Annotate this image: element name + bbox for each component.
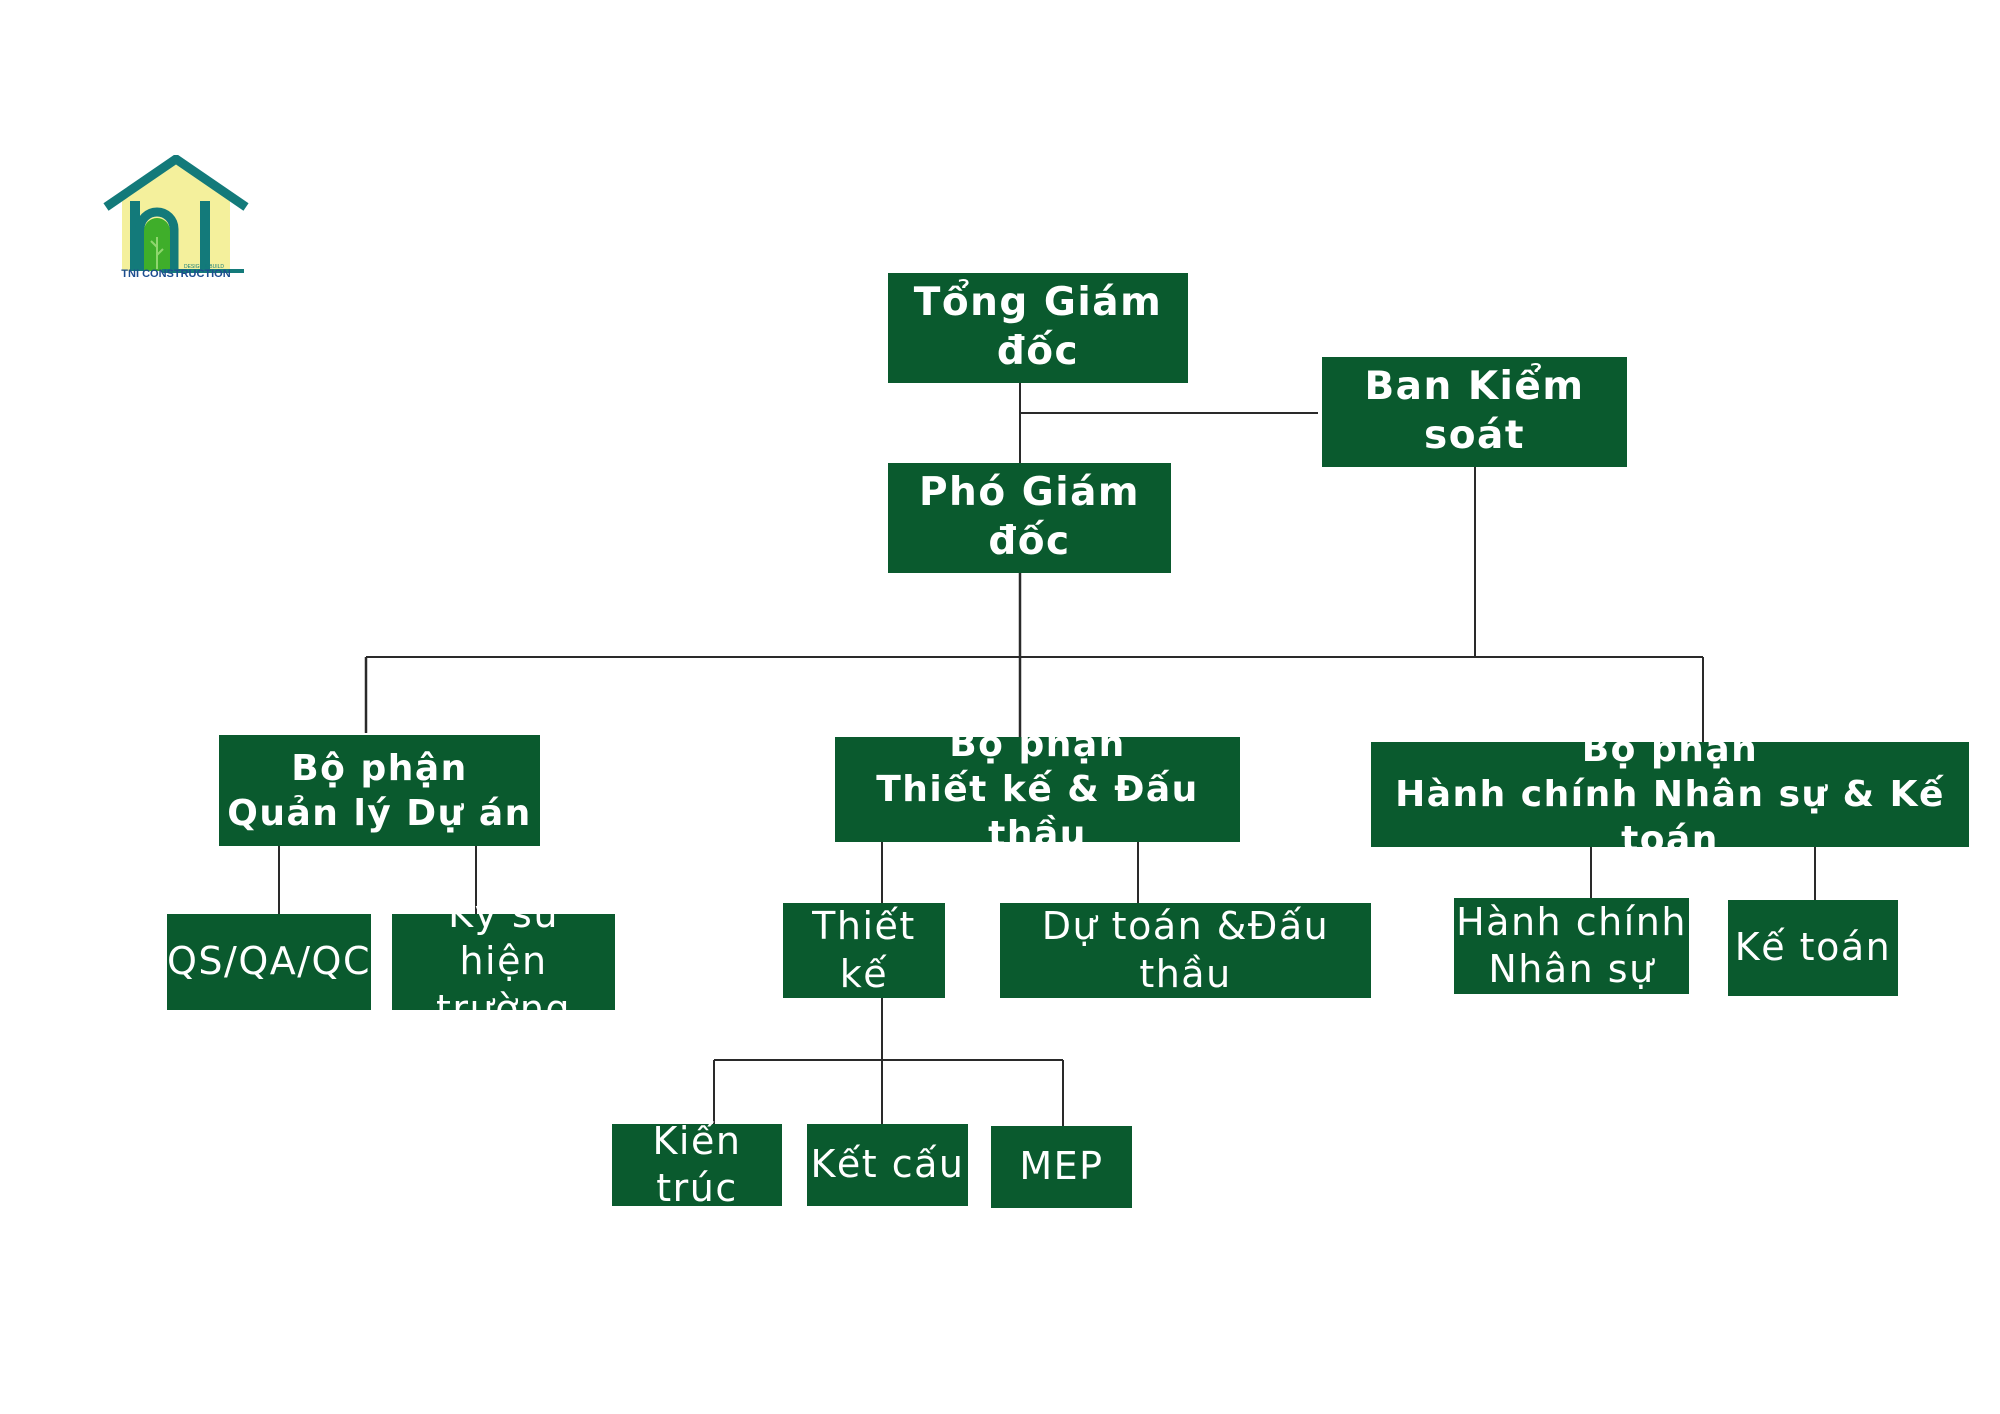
node-sub-mep: MEP	[991, 1126, 1132, 1208]
node-team-qs-qa-qc-label: QS/QA/QC	[167, 939, 371, 984]
node-dept-project-management-label: Bộ phận Quản lý Dự án	[227, 747, 532, 834]
node-dept-project-management: Bộ phận Quản lý Dự án	[219, 735, 540, 846]
logo-tagline: DESIGN & BUILD	[184, 264, 224, 270]
node-sub-architecture: Kiến trúc	[612, 1119, 782, 1210]
node-team-estimating-bidding: Dự toán &Đấu thầu	[1000, 903, 1371, 998]
node-team-admin-hr: Hành chính Nhân sự	[1454, 898, 1689, 994]
node-team-design-label: Thiết kế	[812, 904, 916, 996]
node-sub-architecture-label: Kiến trúc	[652, 1118, 742, 1211]
node-team-qs-qa-qc: QS/QA/QC	[167, 914, 371, 1010]
node-supervisory-board: Ban Kiểm soát	[1322, 357, 1627, 467]
node-team-design: Thiết kế	[783, 903, 945, 998]
node-deputy-director: Phó Giám đốc	[888, 463, 1171, 573]
node-ceo-label: Tổng Giám đốc	[913, 280, 1163, 374]
node-sub-mep-label: MEP	[1019, 1144, 1104, 1189]
node-deputy-director-label: Phó Giám đốc	[918, 470, 1141, 564]
node-team-site-engineer: Kỹ sư hiện trường	[392, 892, 615, 1031]
node-team-accounting: Kế toán	[1728, 900, 1898, 996]
node-team-admin-hr-label: Hành chính Nhân sự	[1456, 899, 1687, 992]
node-dept-design-bidding: Bộ phận Thiết kế & Đấu thầu	[835, 724, 1240, 855]
node-team-site-engineer-label: Kỹ sư hiện trường	[435, 891, 572, 1031]
company-logo: DESIGN & BUILD	[103, 155, 249, 273]
logo-company-name: TNI CONSTRUCTION	[121, 268, 231, 280]
node-dept-admin-hr-accounting-label: Bộ phận Hành chính Nhân sự & Kế toán	[1395, 729, 1945, 860]
node-sub-structure-label: Kết cấu	[810, 1142, 965, 1187]
node-team-accounting-label: Kế toán	[1734, 925, 1892, 970]
node-dept-admin-hr-accounting: Bộ phận Hành chính Nhân sự & Kế toán	[1371, 729, 1969, 860]
node-sub-structure: Kết cấu	[807, 1124, 968, 1206]
node-ceo: Tổng Giám đốc	[888, 273, 1188, 383]
node-team-estimating-bidding-label: Dự toán &Đấu thầu	[1041, 904, 1330, 996]
node-supervisory-board-label: Ban Kiểm soát	[1364, 364, 1585, 458]
node-dept-design-bidding-label: Bộ phận Thiết kế & Đấu thầu	[876, 724, 1199, 855]
